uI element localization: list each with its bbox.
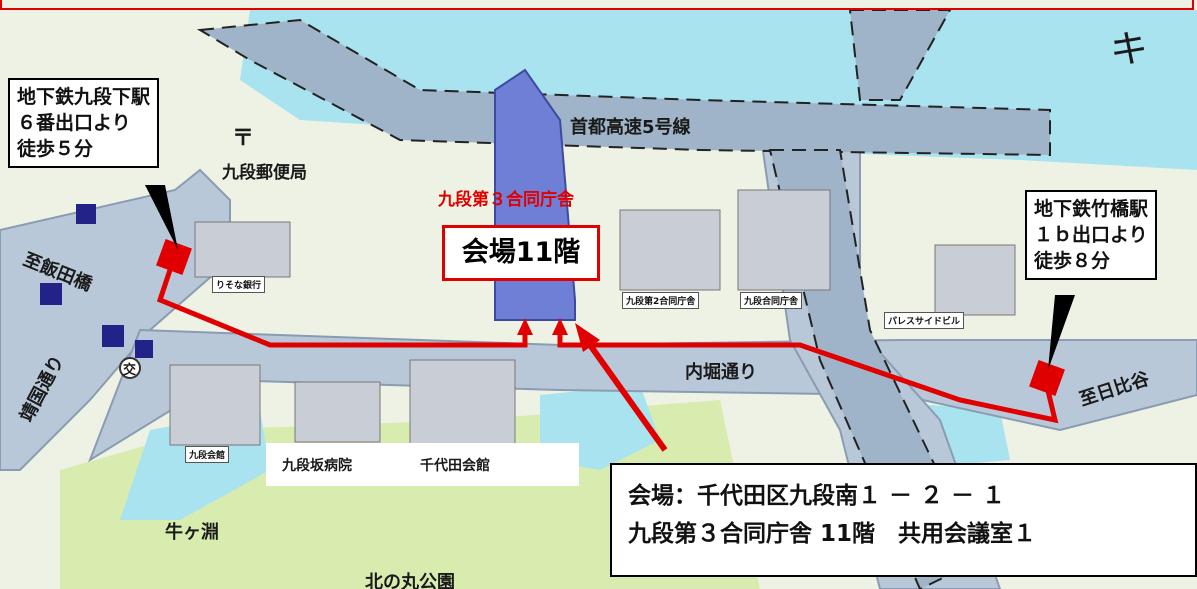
kitanomaru-label: 北の丸公園 xyxy=(365,572,455,589)
building-kudan2 xyxy=(619,209,721,291)
venue-building-name: 九段第３合同庁舎 xyxy=(438,190,574,210)
post-office-label: 九段郵便局 xyxy=(222,163,307,183)
walking-route-takebashi xyxy=(557,330,1059,424)
route-arrow-kudanshita xyxy=(517,318,533,335)
callout-pointer-takebashi xyxy=(1048,295,1075,370)
expressway-label: 首都高速5号線 xyxy=(570,117,691,138)
callout-kudanshita: 地下鉄九段下駅 ６番出口より 徒歩５分 xyxy=(8,78,160,168)
uchibori-label: 内堀通り xyxy=(685,362,757,383)
subway-exit-mark xyxy=(135,340,153,358)
building-palaceside xyxy=(934,244,1016,316)
station-marker-takebashi xyxy=(1029,360,1065,396)
station-marker-kudanshita xyxy=(156,239,192,275)
callout-takebashi: 地下鉄竹橋駅 １ｂ出口より 徒歩８分 xyxy=(1025,190,1158,280)
top-red-frame xyxy=(0,0,1194,10)
post-office-icon: 〒 xyxy=(232,126,255,151)
hospital-label-box xyxy=(266,443,579,486)
kudan-kaikan-label: 九段会館 xyxy=(185,446,230,463)
building-hospital xyxy=(294,381,381,443)
building-chiyoda-kaikan xyxy=(409,359,516,446)
subway-exit-mark xyxy=(76,204,96,224)
venue-address-box: 会場：千代田区九段南１ － ２ － １ 九段第３合同庁舎 11階 共用会議室１ xyxy=(610,463,1197,577)
walking-route-kudanshita xyxy=(156,254,528,348)
callout-line: １ｂ出口より xyxy=(1034,224,1148,246)
callout-line: 徒歩８分 xyxy=(1034,250,1111,272)
ushigafuchi-label: 牛ヶ淵 xyxy=(165,522,219,543)
address-arrow-head xyxy=(575,323,600,352)
subway-exit-mark xyxy=(102,325,124,347)
address-arrow-line xyxy=(582,336,668,452)
kudan2-label: 九段第2合同庁舎 xyxy=(622,292,700,309)
venue-floor-box: 会場11階 xyxy=(442,225,600,281)
callout-line: 地下鉄竹橋駅 xyxy=(1034,198,1149,220)
callout-pointer-kudanshita xyxy=(145,185,178,250)
address-line-2: 九段第３合同庁舎 11階 共用会議室１ xyxy=(628,521,1037,547)
palaceside-label: パレスサイドビル xyxy=(884,312,965,329)
koban-icon: 交 xyxy=(123,363,137,378)
callout-line: ６番出口より xyxy=(17,112,131,134)
chiyoda-kaikan-label: 千代田会館 xyxy=(420,458,490,474)
koban-circle xyxy=(119,357,141,379)
expressway-north xyxy=(848,9,952,101)
building-kudan-kaikan xyxy=(169,364,261,446)
subway-exit-mark xyxy=(40,283,62,305)
building-resona xyxy=(194,221,291,278)
north-arrow-icon: キ xyxy=(1110,27,1149,71)
hospital-label: 九段坂病院 xyxy=(282,458,352,474)
resona-label: りそな銀行 xyxy=(212,276,266,293)
kudan-godo-label: 九段合同庁舎 xyxy=(740,292,803,309)
address-line-1: 会場：千代田区九段南１ － ２ － １ xyxy=(628,483,1006,509)
building-kudan-godo xyxy=(737,189,831,291)
callout-line: 徒歩５分 xyxy=(17,138,94,160)
expressway xyxy=(196,18,1051,157)
callout-line: 地下鉄九段下駅 xyxy=(17,86,151,108)
route-arrow-takebashi xyxy=(552,318,568,335)
